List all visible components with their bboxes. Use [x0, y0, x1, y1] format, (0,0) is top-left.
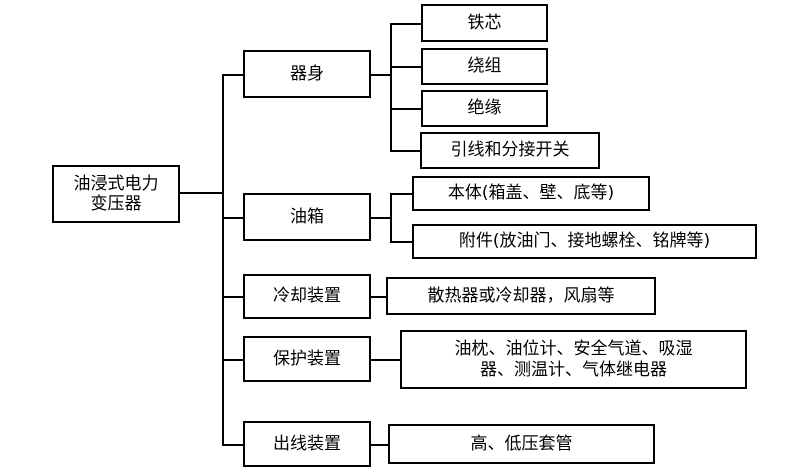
level3-label-sanreqi: 散热器或冷却器，风扇等	[427, 285, 615, 306]
level3-node-benti: 本体(箱盖、壁、底等)	[412, 176, 650, 211]
level2-label-youxiang: 油箱	[290, 206, 324, 227]
level3-node-taoguan: 高、低压套管	[388, 424, 655, 464]
connector-qishen-to-raozu	[390, 66, 422, 68]
connector-trunk-to-chuxian	[222, 444, 244, 446]
connector-trunk-to-baohu	[222, 359, 244, 361]
connector-trunk-to-lengque	[222, 296, 244, 298]
level3-node-youzhen: 油枕、油位计、安全气道、吸湿 器、测温计、气体继电器	[400, 330, 747, 389]
level3-label-taoguan: 高、低压套管	[470, 433, 573, 454]
level2-node-baohu: 保护装置	[243, 336, 371, 382]
level3-node-raozu: 绕组	[421, 48, 548, 85]
root-node-label: 油浸式电力 变压器	[73, 173, 159, 214]
level3-node-jueyuan: 绝缘	[421, 90, 548, 127]
connector-qishen-out	[371, 74, 392, 76]
level2-label-baohu: 保护装置	[273, 348, 341, 369]
level3-label-raozu: 绕组	[467, 56, 502, 77]
connector-youxiang-to-fujian	[390, 241, 413, 243]
connector-lengque-to-sanreqi	[371, 296, 388, 298]
connector-chuxian-to-taoguan	[371, 444, 390, 446]
connector-trunk-to-qishen	[222, 74, 244, 76]
connector-youxiang-out	[371, 217, 392, 219]
level2-label-chuxian: 出线装置	[273, 433, 341, 454]
level2-node-qishen: 器身	[243, 50, 371, 98]
level2-node-lengque: 冷却装置	[243, 274, 371, 319]
connector-main-trunk	[222, 74, 224, 446]
connector-qishen-to-jueyuan	[390, 108, 422, 110]
level2-label-lengque: 冷却装置	[273, 286, 341, 307]
connector-baohu-to-youzhen	[371, 359, 402, 361]
level3-node-tiexin: 铁芯	[421, 4, 548, 42]
level2-node-chuxian: 出线装置	[243, 421, 371, 467]
level3-node-yinxian: 引线和分接开关	[420, 132, 600, 169]
level3-node-fujian: 附件(放油门、接地螺栓、铭牌等)	[412, 224, 757, 259]
level3-label-youzhen: 油枕、油位计、安全气道、吸湿 器、测温计、气体继电器	[454, 339, 693, 380]
root-node-oil-immersed-power-transformer: 油浸式电力 变压器	[52, 165, 180, 223]
connector-qishen-trunk	[390, 23, 392, 151]
connector-youxiang-trunk	[390, 193, 392, 242]
level3-node-sanreqi: 散热器或冷却器，风扇等	[386, 277, 656, 315]
connector-qishen-to-tiexin	[390, 23, 422, 25]
connector-qishen-to-yinxian	[390, 150, 421, 152]
level3-label-jueyuan: 绝缘	[467, 98, 502, 119]
connector-trunk-to-youxiang	[222, 217, 244, 219]
level3-label-fujian: 附件(放油门、接地螺栓、铭牌等)	[458, 231, 711, 252]
level2-node-youxiang: 油箱	[243, 193, 371, 241]
connector-root-stub	[180, 192, 224, 194]
connector-youxiang-to-benti	[390, 193, 413, 195]
level2-label-qishen: 器身	[290, 63, 324, 84]
level3-label-benti: 本体(箱盖、壁、底等)	[447, 183, 615, 204]
level3-label-tiexin: 铁芯	[467, 12, 502, 33]
level3-label-yinxian: 引线和分接开关	[450, 140, 570, 161]
